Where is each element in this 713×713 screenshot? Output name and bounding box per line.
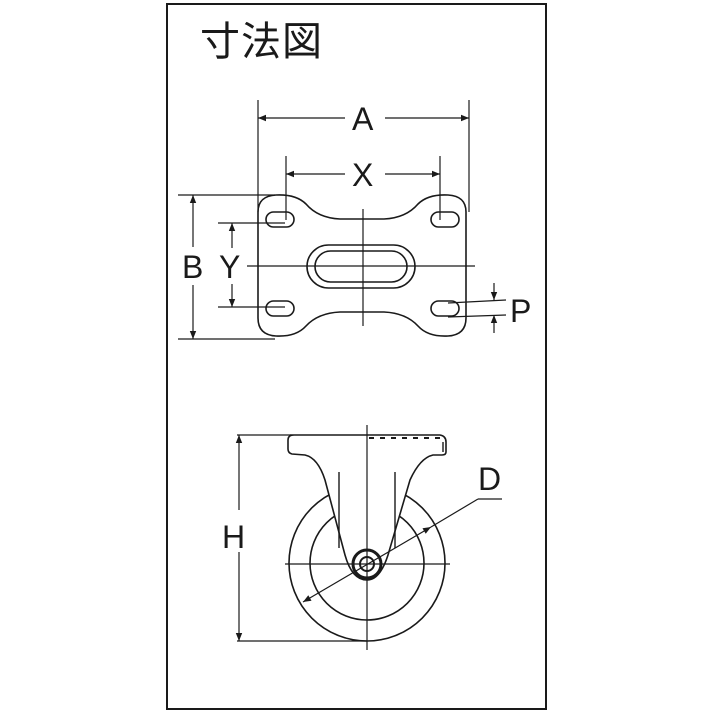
top-plate-view [178, 100, 507, 340]
mount-hole-bl [265, 300, 295, 317]
label-P: P [510, 293, 531, 329]
mount-hole-br [430, 300, 460, 317]
label-X: X [352, 157, 373, 193]
label-D: D [478, 461, 501, 497]
side-caster-view [235, 425, 502, 650]
label-Y: Y [219, 249, 240, 285]
label-H: H [222, 519, 245, 555]
label-B: B [182, 249, 203, 285]
plate-outline [257, 194, 467, 337]
label-A: A [352, 101, 374, 137]
diagram-title: 寸法図 [200, 19, 323, 65]
mount-hole-tr [430, 211, 460, 228]
mount-hole-tl [265, 211, 295, 228]
